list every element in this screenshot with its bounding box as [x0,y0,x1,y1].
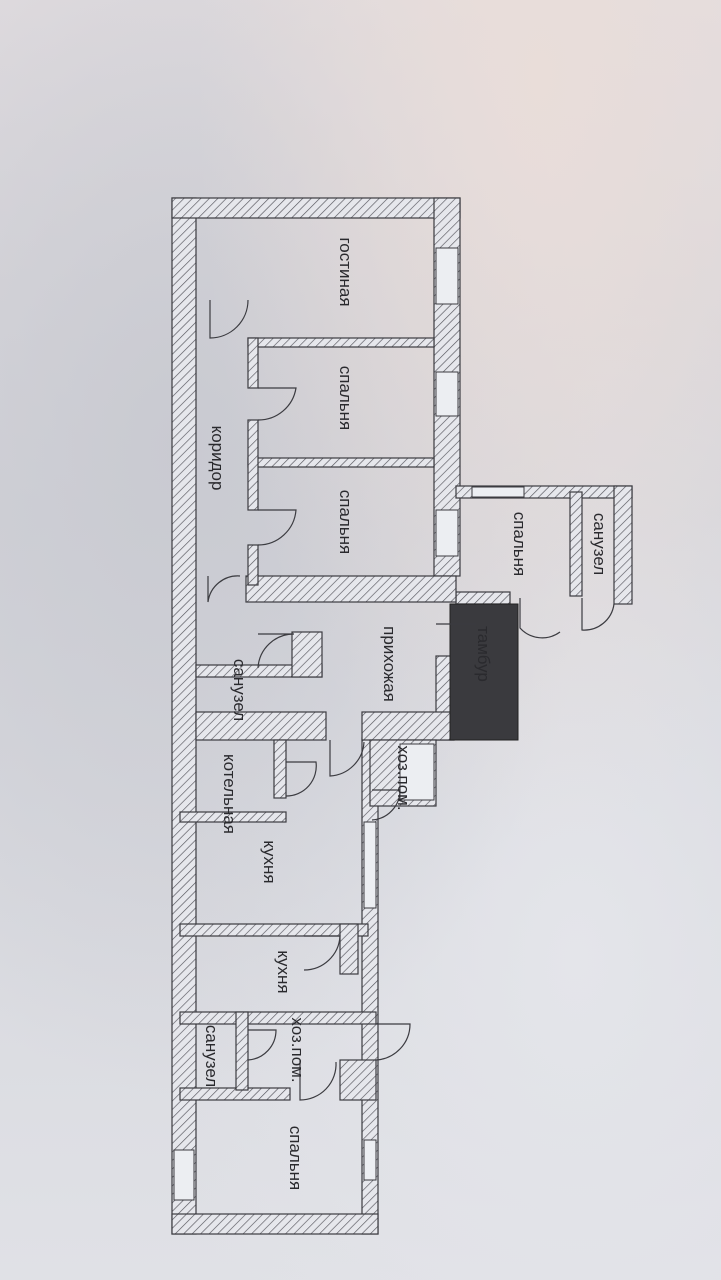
room-label-bedroom-1: спальня [336,366,355,431]
room-label-kitchen-2: кухня [274,950,293,993]
room-label-boiler: котельная [220,754,239,834]
windows [173,247,525,1201]
room-label-kitchen-1: кухня [260,840,279,883]
room-label-bathroom-3: санузел [202,1025,221,1087]
doors [207,299,615,1101]
room-label-bathroom-2: санузел [230,659,249,721]
room-label-vestibule: тамбур [474,626,493,682]
room-label-bedroom-4: спальня [286,1126,305,1191]
room-label-corridor: коридор [208,426,227,491]
room-label-bathroom-1: санузел [590,513,609,575]
room-label-utility-1: хоз.пом. [394,745,413,810]
room-label-living: гостиная [336,237,355,306]
room-label-utility-2: хоз.пом. [288,1017,307,1082]
vestibule-block [449,603,519,741]
room-label-bedroom-3: спальня [510,512,529,577]
inner-walls [179,337,457,1101]
room-label-hall: прихожая [380,626,399,702]
room-labels: гостиная спальня спальня коридор спальня… [202,237,609,1190]
room-label-bedroom-2: спальня [336,490,355,555]
